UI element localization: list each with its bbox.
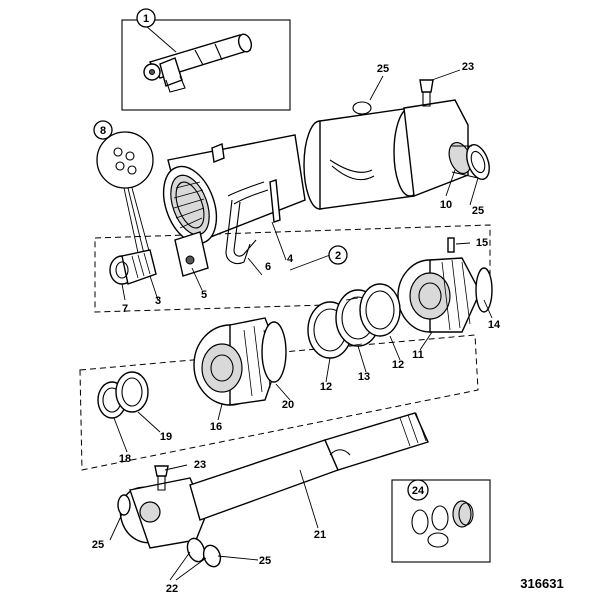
callout-13: 13 [358,371,370,383]
assembled-cylinder-inset [121,19,291,111]
cylinder-tube [162,134,306,277]
callout-1: 1 [136,8,156,28]
callout-8: 8 [93,120,113,140]
assembled-cylinder-drawing [143,33,253,93]
outer-barrel [303,79,490,210]
callout-10: 10 [440,199,452,211]
seal-kit-inset [391,479,491,563]
callout-11: 11 [412,349,424,361]
callout-22: 22 [166,583,178,595]
pin-15 [447,237,455,253]
callout-20: 20 [282,399,294,411]
wiper-seals-18-19 [97,371,149,419]
gland-16 [193,317,287,406]
callout-23-bottom: 23 [194,459,206,471]
callout-25-left: 25 [92,539,104,551]
callout-19: 19 [160,431,172,443]
piston-nut-and-bushing [109,249,157,285]
callout-12-left: 12 [320,381,332,393]
callout-21: 21 [314,529,326,541]
callout-25-right: 25 [472,205,484,217]
callout-15: 15 [476,237,488,249]
callout-25-top: 25 [377,63,389,75]
piston-rod-21 [117,412,429,568]
callout-2: 2 [328,245,348,265]
oil-pipe [225,181,269,265]
callout-16: 16 [210,421,222,433]
callout-1-label: 1 [143,13,149,25]
callout-14: 14 [488,319,501,331]
callout-18: 18 [119,453,131,465]
callout-24: 24 [407,479,429,501]
callout-24-label: 24 [412,485,425,497]
callout-23-top: 23 [462,61,474,73]
callout-7: 7 [122,303,128,315]
leader-lines [109,25,493,581]
callout-4: 4 [287,253,294,265]
seal-inset-8 [96,131,154,263]
figure-reference-code: 316631 [520,576,563,591]
callout-8-label: 8 [100,125,106,137]
callout-6: 6 [265,261,271,273]
seal-rings-12-13 [307,283,401,359]
callout-25-bottom: 25 [259,555,271,567]
callout-12-right: 12 [392,359,404,371]
callout-5: 5 [201,289,207,301]
piston-head-11 [397,257,493,333]
callout-2-label: 2 [335,250,341,262]
callout-3: 3 [155,295,161,307]
